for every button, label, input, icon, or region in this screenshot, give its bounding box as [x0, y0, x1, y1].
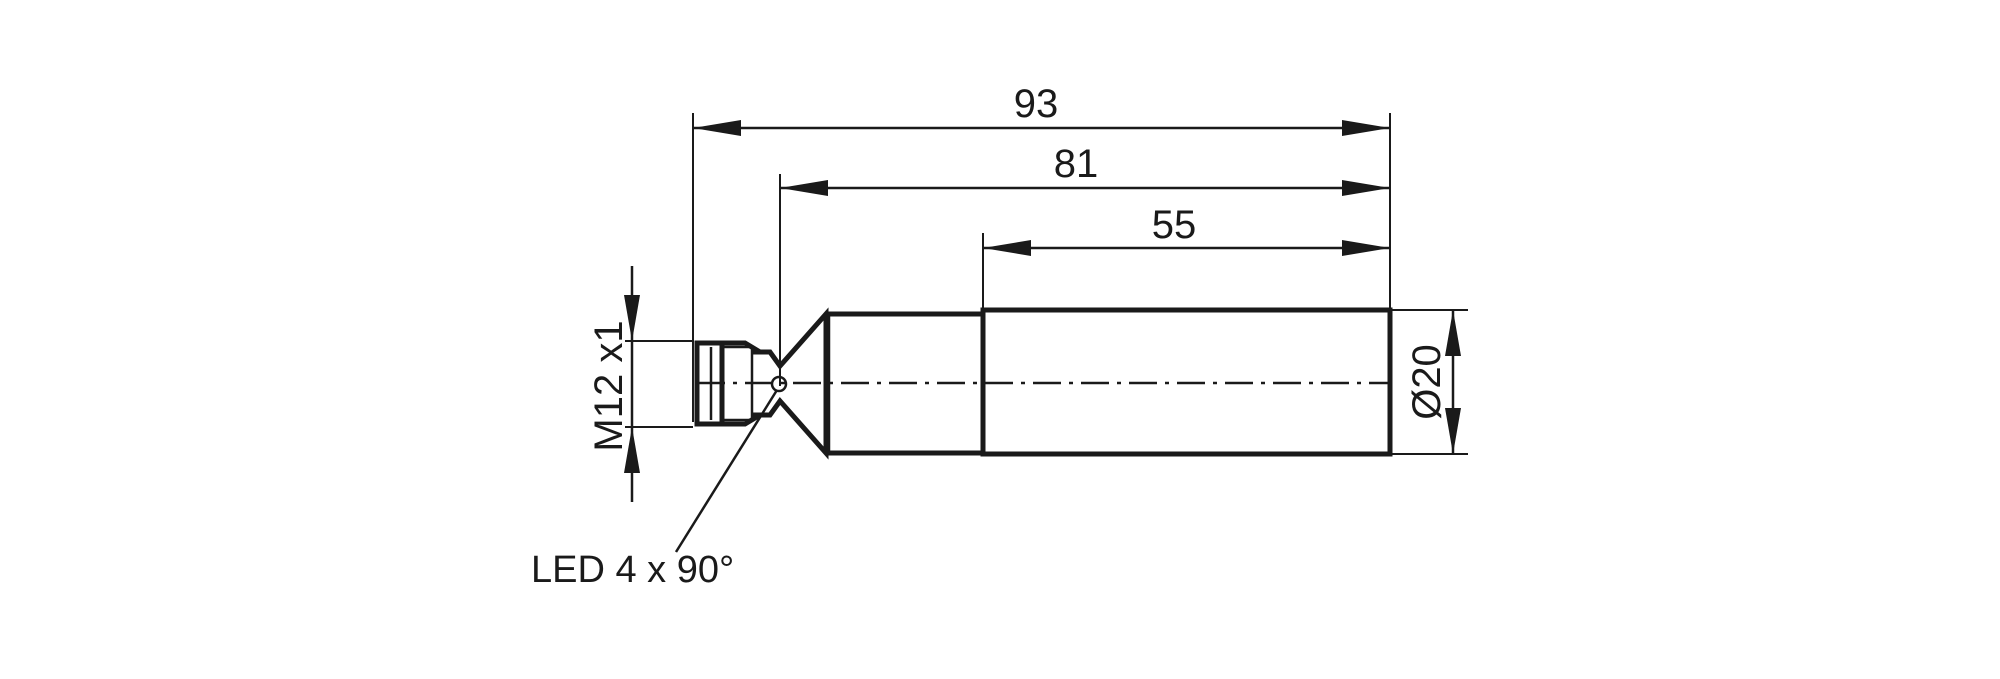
dimension-housing-length: 81 [780, 142, 1390, 196]
dimension-label-diameter: Ø20 [1405, 344, 1449, 420]
dimension-label-81: 81 [1054, 142, 1099, 186]
dimension-diameter: Ø20 [1405, 310, 1461, 454]
dimension-body-length: 55 [983, 203, 1390, 256]
dimension-overall-length: 93 [693, 82, 1390, 136]
dimension-label-93: 93 [1014, 82, 1059, 126]
led-annotation: LED 4 x 90° [531, 389, 779, 591]
dimension-label-55: 55 [1152, 203, 1197, 247]
extension-lines [625, 113, 1468, 455]
dimension-thread: M12 x1 [587, 266, 640, 502]
led-label: LED 4 x 90° [531, 549, 734, 591]
dimension-label-thread: M12 x1 [587, 320, 631, 451]
